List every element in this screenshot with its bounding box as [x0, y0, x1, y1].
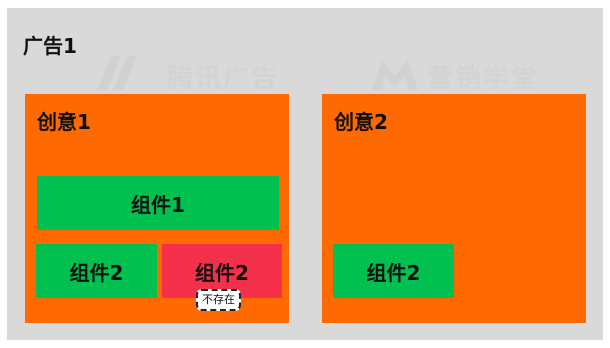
creative-1-component-2-missing: 组件2 不存在 [162, 244, 282, 311]
creative-2: 创意2 组件2 [322, 94, 586, 323]
component-label: 组件2 [195, 260, 249, 285]
creative-2-component-2: 组件2 [333, 244, 454, 298]
not-exist-badge: 不存在 [196, 289, 241, 311]
component-label: 组件2 [69, 260, 124, 285]
component-label: 组件1 [131, 192, 185, 217]
creative-2-title: 创意2 [334, 110, 388, 134]
creative-1-component-1: 组件1 [37, 176, 279, 230]
watermark-left-text: 腾讯广告 [167, 64, 280, 94]
component-label: 组件2 [366, 260, 421, 285]
watermark-right-text: 营销学堂 [427, 64, 540, 94]
ad-container: 广告1 腾讯广告 营销学堂 创意1 组件1 组件2 组件2 不存在 创意2 组件… [7, 8, 603, 340]
creative-1-title: 创意1 [37, 110, 91, 134]
marketing-school-logo-icon [372, 60, 418, 90]
ad-title: 广告1 [23, 34, 77, 58]
tencent-ads-logo-icon [97, 56, 137, 90]
creative-1-component-2: 组件2 [36, 244, 157, 298]
creative-1: 创意1 组件1 组件2 组件2 不存在 [25, 94, 289, 323]
